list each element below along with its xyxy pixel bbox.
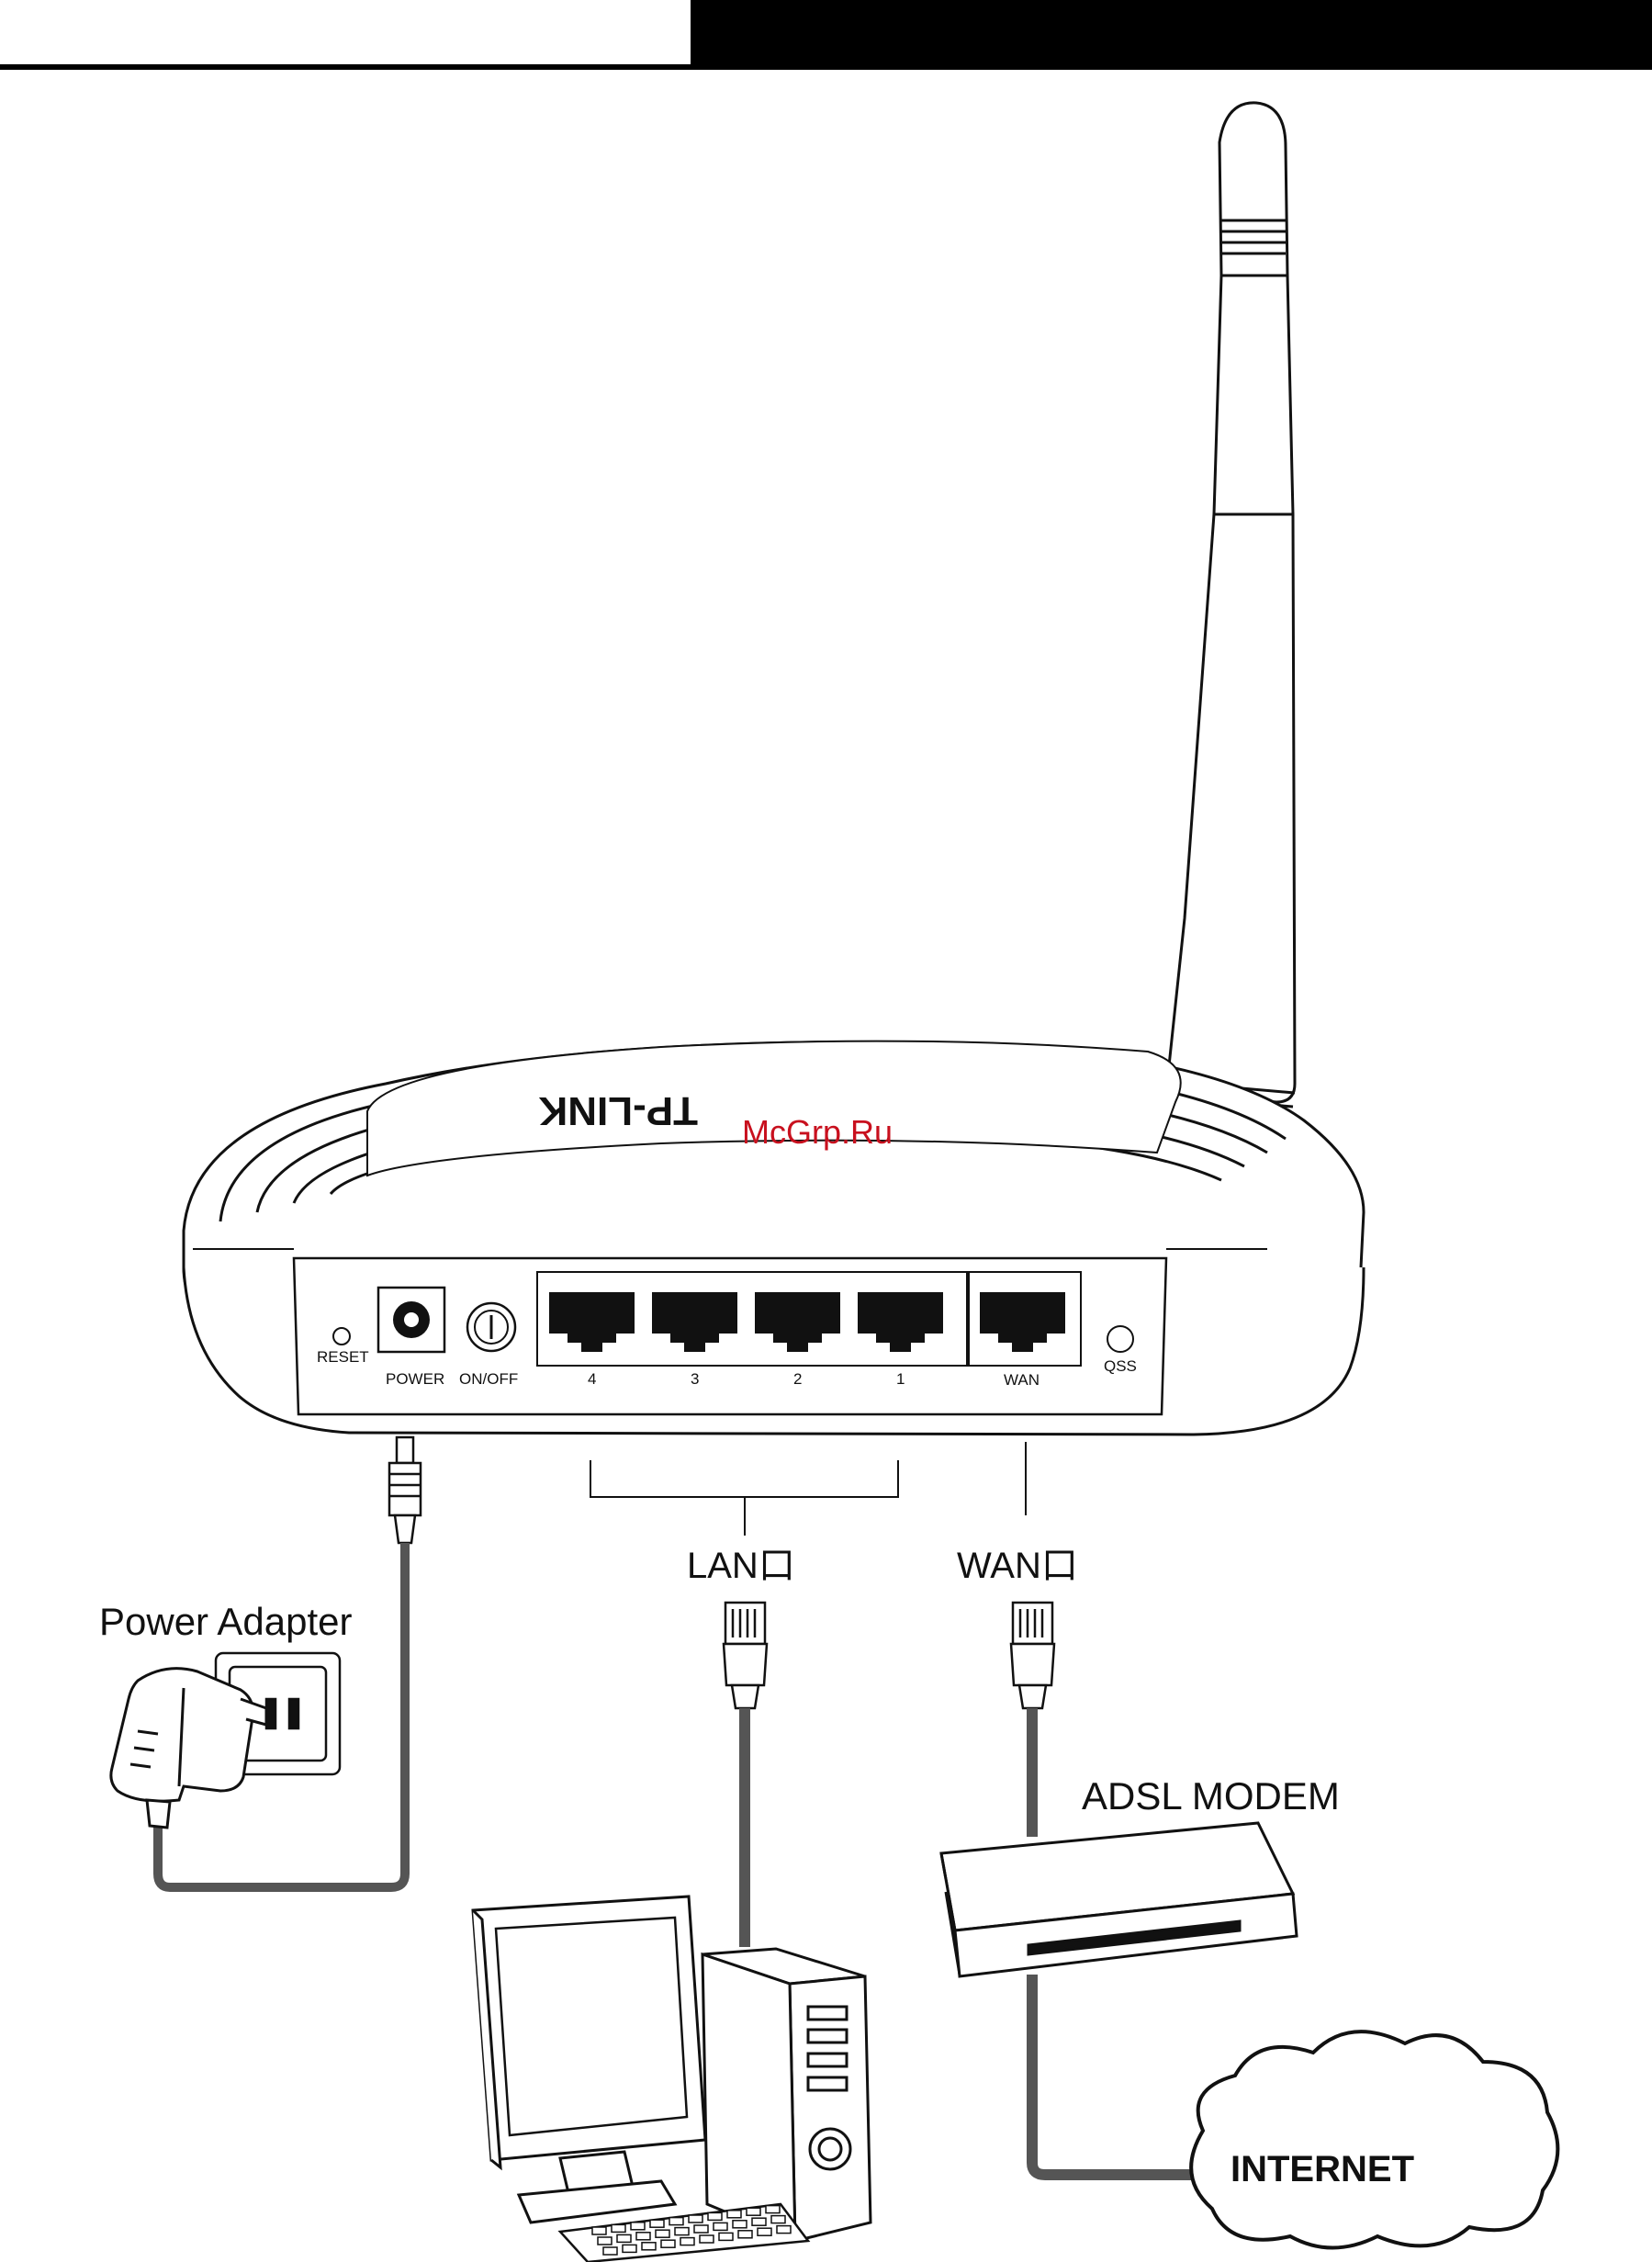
internet-cloud: INTERNET <box>1189 2030 1560 2250</box>
keyboard-key <box>635 2232 651 2241</box>
keyboard-key <box>770 2214 786 2224</box>
keyboard-key <box>776 2224 792 2234</box>
lan-port-label-3: 3 <box>691 1370 699 1388</box>
lan-port-2 <box>755 1292 840 1352</box>
adsl-modem-label: ADSL MODEM <box>1082 1774 1340 1817</box>
keyboard-key <box>746 2207 761 2216</box>
pc-monitor <box>471 1895 707 2224</box>
power-jack: POWER <box>376 1286 446 1388</box>
reset-button: RESET <box>317 1327 369 1366</box>
keyboard-key <box>649 2219 665 2228</box>
keyboard-key <box>699 2234 714 2244</box>
reset-label: RESET <box>317 1348 369 1366</box>
wan-port <box>980 1292 1065 1352</box>
pc-tower <box>701 1947 872 2244</box>
keyboard-key <box>765 2204 781 2214</box>
lan-port-panel <box>536 1271 968 1367</box>
power-label: POWER <box>386 1370 444 1388</box>
lan-port-label-1: 1 <box>896 1370 905 1388</box>
brand-logo: TP-LINK <box>538 1088 698 1133</box>
internet-label: INTERNET <box>1231 2149 1414 2189</box>
lan-ports: 4 3 2 1 <box>549 1292 943 1388</box>
keyboard-key <box>680 2236 695 2246</box>
keyboard-key <box>693 2224 709 2234</box>
lan-port-3 <box>652 1292 737 1352</box>
lan-port-label-2: 2 <box>793 1370 802 1388</box>
keyboard-key <box>751 2217 767 2226</box>
power-cable <box>153 1543 410 1892</box>
header-rule <box>0 64 691 70</box>
keyboard-key <box>655 2229 670 2238</box>
qss-label: QSS <box>1104 1357 1137 1375</box>
keyboard-key <box>737 2230 753 2239</box>
keyboard-key <box>726 2210 742 2219</box>
watermark: McGrp.Ru <box>742 1113 893 1151</box>
keyboard-key <box>616 2234 632 2244</box>
keyboard-key <box>674 2226 690 2236</box>
keyboard-key <box>591 2226 607 2235</box>
keyboard-key <box>757 2227 772 2236</box>
power-plug <box>388 1435 422 1545</box>
power-adapter-label: Power Adapter <box>99 1600 353 1643</box>
wan-port-label: WAN <box>1004 1371 1040 1389</box>
qss-button: QSS <box>1104 1325 1137 1375</box>
header-bar <box>691 0 1652 70</box>
keyboard-key <box>622 2244 637 2254</box>
keyboard-key <box>732 2220 747 2229</box>
lan-port-1 <box>858 1292 943 1352</box>
keyboard-key <box>707 2211 723 2222</box>
lan-connector <box>722 1601 769 1710</box>
lan-port-label-4: 4 <box>588 1370 596 1388</box>
keyboard-key <box>597 2236 612 2245</box>
keyboard-key <box>660 2239 676 2248</box>
wan-port-panel <box>968 1271 1082 1367</box>
keyboard-key <box>713 2222 728 2232</box>
keyboard-key <box>611 2223 626 2234</box>
keyboard-key <box>718 2232 734 2242</box>
lan-label: LAN口 <box>687 1546 795 1586</box>
internet-cable <box>1027 1975 1194 2180</box>
keyboard <box>557 2202 811 2262</box>
lan-port-4 <box>549 1292 635 1352</box>
keyboard-key <box>669 2216 684 2226</box>
keyboard-key <box>641 2242 657 2251</box>
wan-label: WAN口 <box>957 1546 1078 1586</box>
keyboard-key <box>602 2246 618 2256</box>
on-off-label: ON/OFF <box>459 1370 518 1388</box>
keyboard-key <box>630 2222 646 2231</box>
power-switch: ON/OFF <box>459 1301 518 1388</box>
lan-bracket <box>590 1460 899 1536</box>
keyboard-key <box>688 2214 703 2223</box>
wan-connector <box>1009 1601 1056 1710</box>
adapter-body <box>109 1667 268 1829</box>
adsl-modem <box>939 1821 1298 1978</box>
router <box>182 1040 1365 1436</box>
